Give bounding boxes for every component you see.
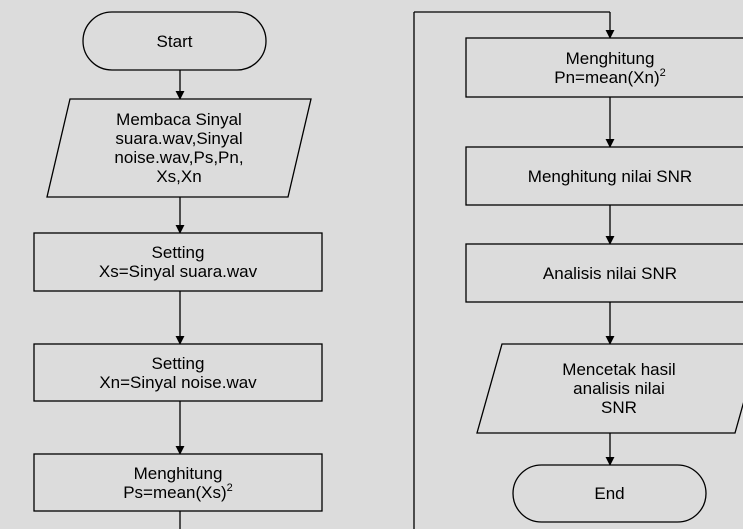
print-output-label: Mencetak hasil analisis nilai SNR — [562, 360, 676, 417]
end-label: End — [594, 484, 625, 503]
print-output-parallelogram — [476, 343, 743, 434]
read-input-label: Membaca Sinyal suara.wav,Sinyal noise.wa… — [114, 110, 244, 186]
compute-snr-label: Menghitung nilai SNR — [527, 166, 693, 186]
analyze-snr-label: Analisis nilai SNR — [542, 263, 678, 283]
setting-xn-label: Setting Xn=Sinyal noise.wav — [99, 353, 257, 392]
setting-xn-process — [33, 343, 323, 402]
setting-xs-label: Setting Xs=Sinyal suara.wav — [98, 243, 258, 281]
analyze-snr-process — [465, 243, 743, 303]
end-terminator — [512, 464, 707, 523]
read-input-parallelogram — [46, 98, 312, 198]
compute-ps-label: Menghitung Ps=mean(Xs)2 — [123, 463, 233, 502]
start-terminator — [82, 11, 267, 71]
start-label: Start — [156, 31, 193, 51]
compute-snr-process — [465, 146, 743, 206]
compute-ps-process — [33, 453, 323, 512]
compute-pn-label: Menghitung Pn=mean(Xn)2 — [554, 48, 666, 87]
setting-xs-process — [33, 232, 323, 292]
